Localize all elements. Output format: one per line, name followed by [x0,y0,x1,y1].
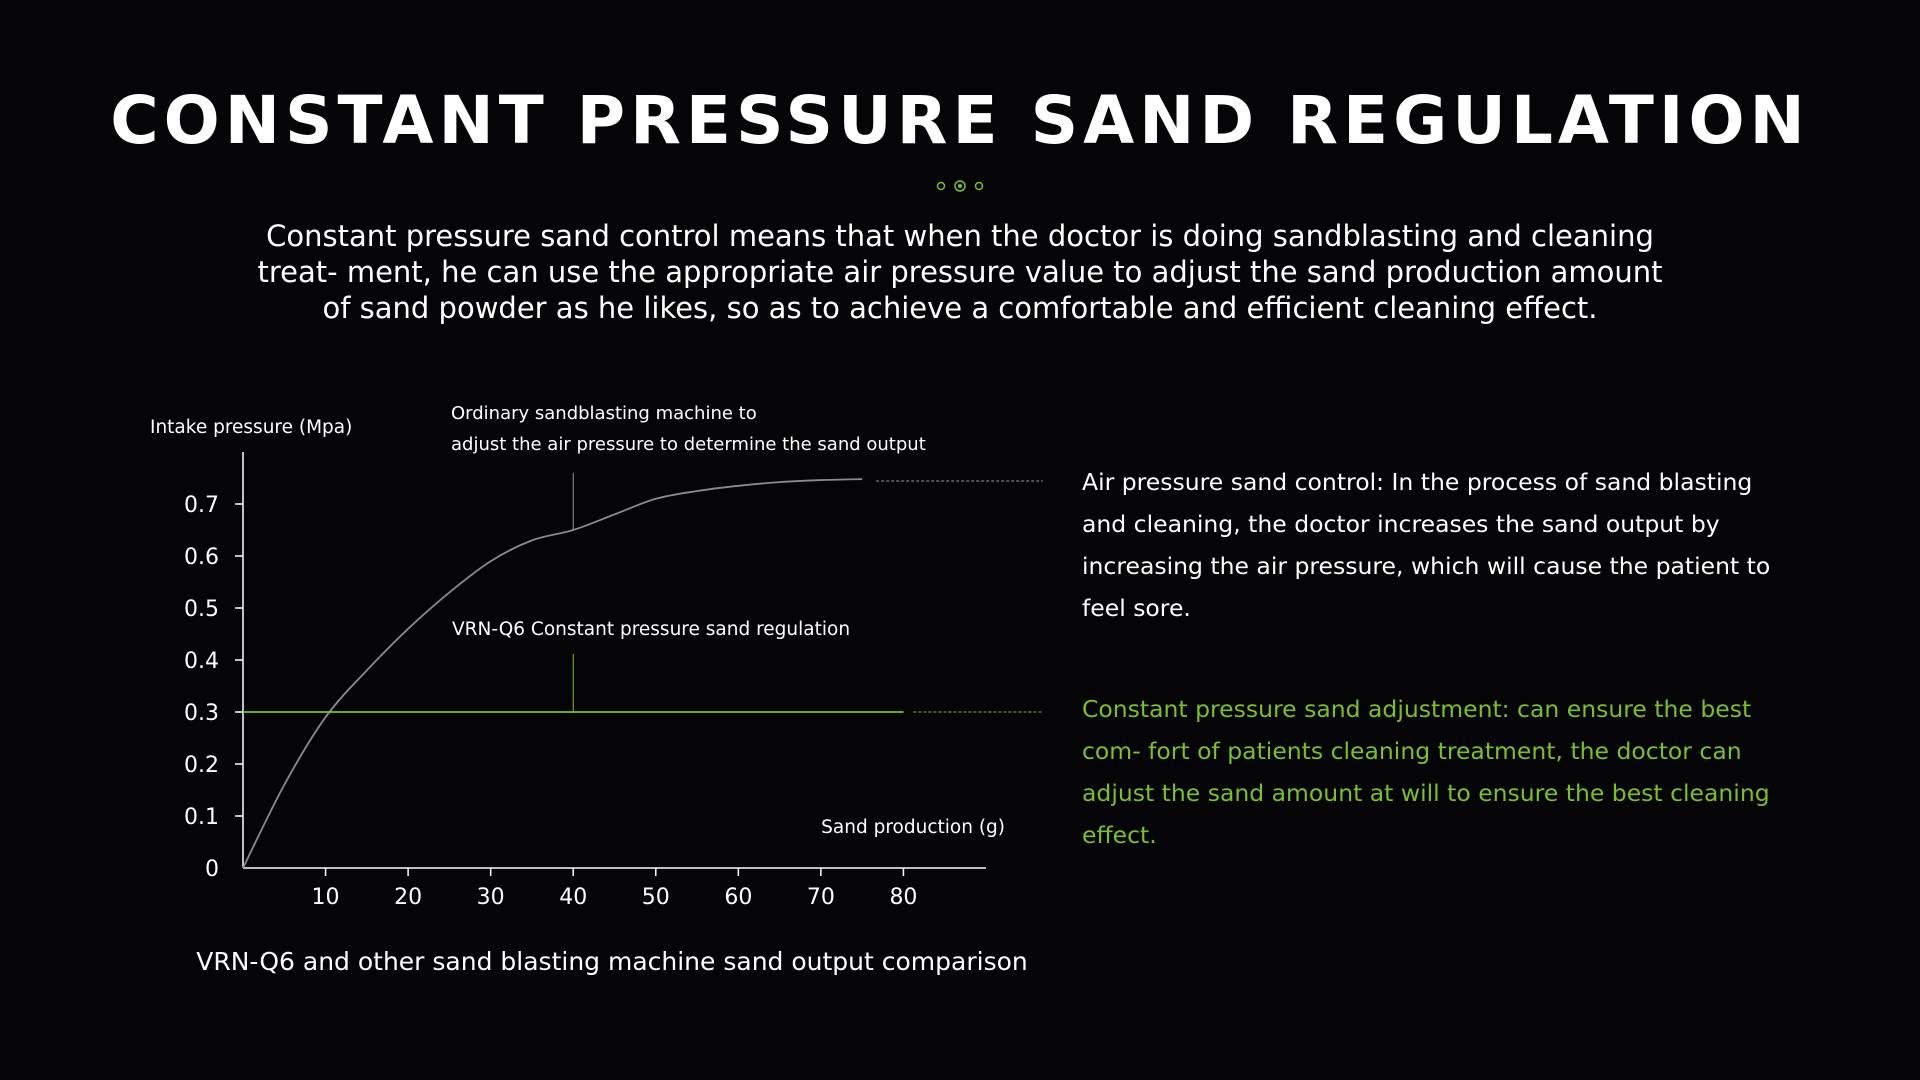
x-tick-label: 50 [642,885,670,910]
dot-center-inner [958,184,962,188]
x-tick-label: 70 [807,885,835,910]
decorative-dots [936,180,984,192]
dot-right [974,181,984,191]
y-tick-label: 0.5 [184,597,219,622]
chart-caption: VRN-Q6 and other sand blasting machine s… [196,947,1028,976]
y-tick-label: 0.6 [184,545,219,570]
y-tick-label: 0.4 [184,649,219,674]
x-tick-label: 60 [724,885,752,910]
ordinary-series-label: Ordinary sandblasting machine to [451,403,757,424]
x-tick-label: 30 [477,885,505,910]
ordinary-series-label: adjust the air pressure to determine the… [451,434,926,455]
ordinary-machine-curve [242,478,863,869]
y-tick-label: 0.2 [184,753,219,778]
dot-left [936,181,946,191]
intro-paragraph: Constant pressure sand control means tha… [257,219,1663,325]
x-tick-label: 10 [312,885,340,910]
vrn-series-label: VRN-Q6 Constant pressure sand regulation [452,619,850,640]
dot-center [954,180,966,192]
constant-pressure-description: Constant pressure sand adjustment: can e… [1082,695,1770,849]
y-tick-label: 0.7 [184,493,219,518]
x-axis-title: Sand production (g) [821,817,1005,838]
air-pressure-description: Air pressure sand control: In the proces… [1082,468,1771,622]
y-tick-label: 0.1 [184,805,219,830]
y-tick-label: 0 [205,857,219,882]
x-tick-label: 80 [889,885,917,910]
page-title: CONSTANT PRESSURE SAND REGULATION [110,82,1810,159]
x-tick-label: 40 [559,885,587,910]
y-axis-title: Intake pressure (Mpa) [150,417,352,438]
x-tick-label: 20 [394,885,422,910]
y-tick-label: 0.3 [184,701,219,726]
